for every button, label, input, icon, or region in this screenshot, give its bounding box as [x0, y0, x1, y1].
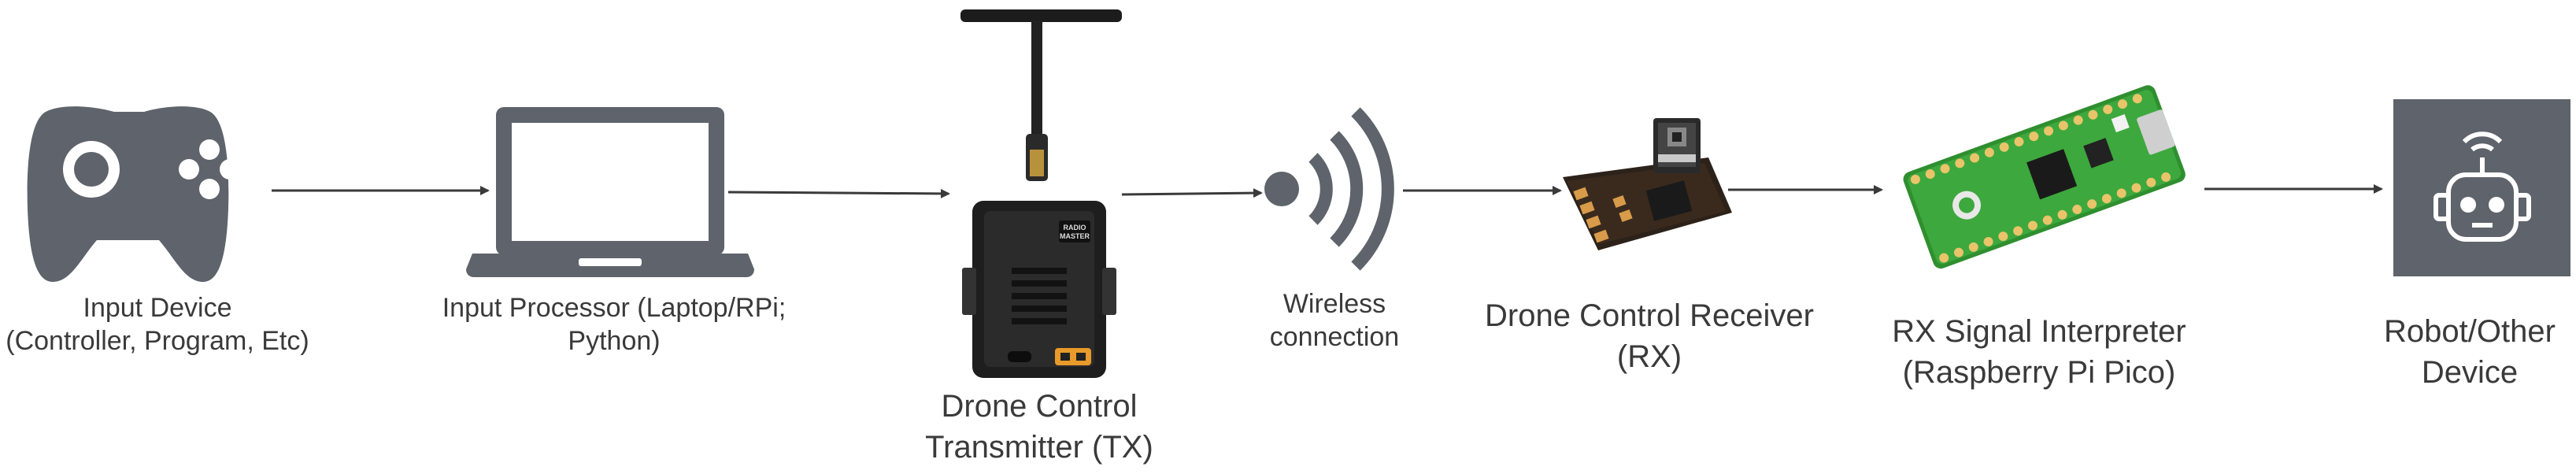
robot-icon: [2393, 99, 2570, 276]
receiver-board-image: [1563, 118, 1732, 250]
label-robot: Robot/Other Device: [2384, 314, 2556, 390]
laptop-icon: [466, 107, 754, 277]
transmitter-logo: RADIO: [1064, 224, 1086, 231]
raspberry-pi-pico-image: [1903, 85, 2186, 269]
radio-transmitter-image: RADIO MASTER: [960, 9, 1122, 378]
label-interpreter: RX Signal Interpreter (Raspberry Pi Pico…: [1892, 314, 2186, 390]
label-receiver: Drone Control Receiver (RX): [1485, 298, 1814, 374]
label-transmitter: Drone Control Transmitter (TX): [925, 389, 1153, 465]
label-wireless: Wireless connection: [1269, 289, 1400, 352]
arrow-transmitter-to-wireless: [1121, 188, 1263, 198]
gamepad-icon: [27, 106, 240, 282]
label-input-processor: Input Processor (Laptop/RPi; Python): [442, 293, 786, 356]
svg-text:MASTER: MASTER: [1060, 232, 1090, 240]
arrow-processor-to-transmitter: [727, 188, 950, 198]
arrows: [272, 184, 2383, 198]
wireless-signal-icon: [1264, 107, 1394, 271]
label-input-device: Input Device (Controller, Program, Etc): [6, 293, 309, 356]
